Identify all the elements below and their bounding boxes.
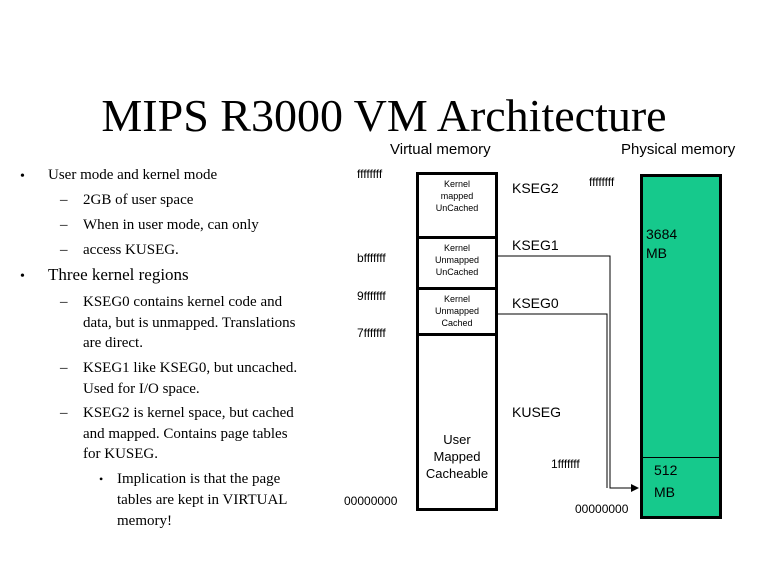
- phys-lower-size-unit: MB: [654, 484, 675, 500]
- box-kseg2-line3: UnCached: [435, 203, 479, 213]
- segment-kseg0: KSEG0: [512, 295, 559, 311]
- box-kseg0: Kernel Unmapped Cached: [416, 287, 498, 336]
- vaddr-9fffffff: 9fffffff: [357, 289, 386, 303]
- segment-kseg1: KSEG1: [512, 237, 559, 253]
- sub-sub-bullet-implication-line2: tables are kept in VIRTUAL: [117, 492, 288, 508]
- box-kseg0-line2: Unmapped: [434, 306, 480, 316]
- bullet-three-kernel-regions: Three kernel regions: [48, 265, 189, 284]
- bullet-marker: •: [20, 169, 25, 184]
- phys-upper-size-unit: MB: [646, 245, 667, 261]
- vaddr-bfffffff: bfffffff: [357, 251, 386, 265]
- slide-title: MIPS R3000 VM Architecture: [101, 90, 667, 141]
- sub-bullet-kseg2-line2: and mapped. Contains page tables: [83, 426, 288, 442]
- bullet-marker: •: [20, 269, 25, 284]
- box-kseg1-line1: Kernel: [443, 243, 470, 253]
- physical-memory-header: Physical memory: [621, 141, 736, 158]
- sub-bullet-user-mode: When in user mode, can only: [83, 217, 259, 233]
- dash-marker: –: [60, 217, 68, 233]
- box-kseg0-line3: Cached: [441, 318, 473, 328]
- sub-bullet-kseg0-line1: KSEG0 contains kernel code and: [83, 294, 283, 310]
- vaddr-00000000: 00000000: [344, 494, 398, 508]
- sub-sub-bullet-implication-line1: Implication is that the page: [117, 471, 281, 487]
- box-kuseg-line3: Cacheable: [425, 466, 489, 481]
- segment-kuseg: KUSEG: [512, 404, 562, 420]
- paddr-00000000: 00000000: [575, 502, 629, 516]
- sub-bullet-kseg2-line1: KSEG2 is kernel space, but cached: [83, 405, 294, 421]
- bullet-marker: •: [99, 472, 104, 486]
- box-kseg1-line3: UnCached: [435, 267, 479, 277]
- sub-sub-bullet-implication-line3: memory!: [117, 513, 172, 529]
- box-kseg2-line1: Kernel: [443, 179, 470, 189]
- box-kseg0-line1: Kernel: [443, 294, 470, 304]
- phys-lower-size-value: 512: [654, 462, 678, 478]
- physical-memory-divider: [643, 457, 719, 458]
- box-kuseg: User Mapped Cacheable: [416, 333, 498, 511]
- sub-bullet-access-kuseg: access KUSEG.: [83, 242, 179, 258]
- box-kseg2: Kernel mapped UnCached: [416, 172, 498, 239]
- kseg1-mapping-line: [498, 255, 639, 492]
- box-kuseg-line1: User: [443, 432, 471, 447]
- dash-marker: –: [60, 294, 68, 310]
- box-kseg1-line2: Unmapped: [434, 255, 480, 265]
- segment-kseg2: KSEG2: [512, 180, 559, 196]
- box-kseg2-line2: mapped: [440, 191, 474, 201]
- physical-memory-block: 3684 MB 512 MB: [640, 174, 722, 519]
- sub-bullet-kseg2-line3: for KUSEG.: [83, 446, 158, 462]
- bullet-user-kernel-mode: User mode and kernel mode: [48, 167, 218, 183]
- dash-marker: –: [60, 192, 68, 208]
- vaddr-7fffffff: 7fffffff: [357, 326, 386, 340]
- box-kuseg-line2: Mapped: [433, 449, 481, 464]
- paddr-1fffffff: 1fffffff: [551, 457, 580, 471]
- virtual-memory-header: Virtual memory: [390, 141, 491, 158]
- vaddr-ffffffff: ffffffff: [357, 167, 383, 181]
- dash-marker: –: [60, 405, 68, 421]
- dash-marker: –: [60, 360, 68, 376]
- kseg0-mapping-line: [498, 313, 608, 488]
- phys-upper-size-value: 3684: [646, 226, 678, 242]
- sub-bullet-user-space: 2GB of user space: [83, 192, 194, 208]
- sub-bullet-kseg1-line1: KSEG1 like KSEG0, but uncached.: [83, 360, 298, 376]
- sub-bullet-kseg0-line2: data, but is unmapped. Translations: [83, 315, 296, 331]
- dash-marker: –: [60, 242, 68, 258]
- sub-bullet-kseg1-line2: Used for I/O space.: [83, 381, 200, 397]
- paddr-ffffffff: ffffffff: [589, 175, 615, 189]
- sub-bullet-kseg0-line3: are direct.: [83, 335, 143, 351]
